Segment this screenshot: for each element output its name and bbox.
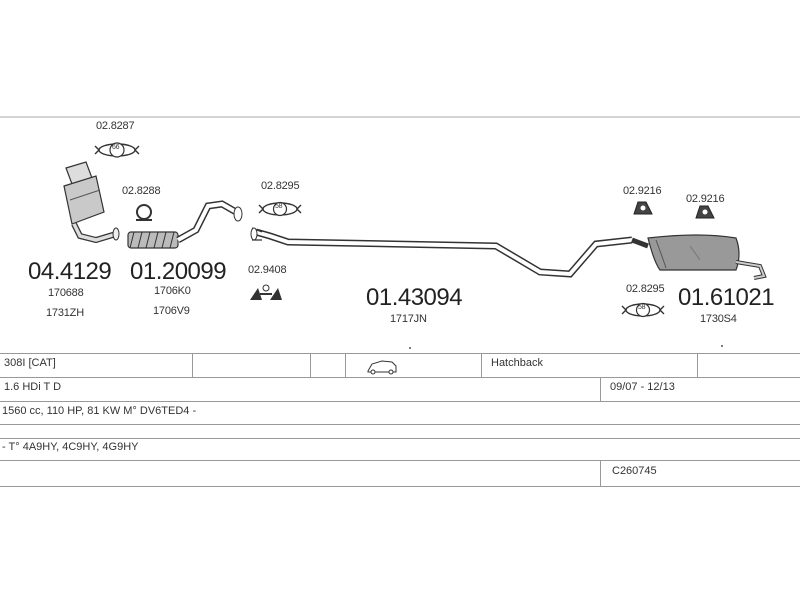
table-cell-divider: [345, 353, 346, 377]
part-number[interactable]: 01.61021: [678, 284, 775, 311]
part-number[interactable]: 01.20099: [130, 258, 227, 285]
part-number[interactable]: 04.4129: [28, 258, 112, 285]
clamp-badge: 66: [112, 144, 120, 151]
car-icon: [367, 360, 397, 375]
table-cell-divider: [192, 353, 193, 377]
part-ref: 1731ZH: [46, 307, 84, 319]
clamp-badge: 58: [638, 304, 646, 311]
gasket-ring-icon[interactable]: [136, 204, 152, 221]
table-divider: [0, 486, 800, 487]
clamp-badge: 58: [275, 203, 283, 210]
accessory-code: 02.8295: [626, 283, 665, 295]
table-divider: [0, 424, 800, 425]
table-cell-divider: [310, 353, 311, 377]
vehicle-types: - T° 4A9HY, 4C9HY, 4G9HY: [2, 441, 139, 453]
vehicle-engine: 1.6 HDi T D: [4, 381, 62, 393]
clamp-icon[interactable]: [258, 201, 302, 217]
part-ref: 1706K0: [154, 285, 191, 297]
table-divider: [0, 377, 800, 378]
catalytic-converter-icon[interactable]: [63, 161, 120, 244]
part-ref: 170688: [48, 287, 84, 299]
accessory-code: 02.8287: [96, 120, 135, 132]
part-number[interactable]: 01.43094: [366, 284, 463, 311]
clamp-icon[interactable]: [94, 142, 140, 158]
accessory-code: 02.9408: [248, 264, 287, 276]
table-divider: [0, 438, 800, 439]
front-pipe-icon[interactable]: [127, 200, 243, 249]
vehicle-specs: 1560 cc, 110 HP, 81 KW M° DV6TED4 -: [2, 405, 197, 417]
part-ref: 1706V9: [153, 305, 190, 317]
dot-marker: [409, 347, 411, 349]
mounting-bracket-icon[interactable]: [250, 284, 282, 300]
accessory-code: 02.8288: [122, 185, 161, 197]
vehicle-body: Hatchback: [491, 357, 543, 369]
table-divider: [0, 460, 800, 461]
catalog-number: C260745: [612, 465, 657, 477]
part-ref: 1717JN: [390, 313, 427, 325]
accessory-code: 02.9216: [623, 185, 662, 197]
part-ref: 1730S4: [700, 313, 737, 325]
rear-silencer-icon[interactable]: [631, 234, 767, 280]
dot-marker: [721, 345, 723, 347]
rubber-mount-icon[interactable]: [633, 201, 653, 215]
table-cell-divider: [697, 353, 698, 377]
table-cell-divider: [481, 353, 482, 377]
table-divider: [0, 353, 800, 354]
table-cell-divider: [600, 377, 601, 401]
vehicle-model: 308I [CAT]: [4, 357, 56, 369]
table-cell-divider: [600, 460, 601, 486]
center-pipe-icon[interactable]: [250, 227, 633, 278]
table-divider: [0, 401, 800, 402]
vehicle-years: 09/07 - 12/13: [610, 381, 675, 393]
accessory-code: 02.9216: [686, 193, 725, 205]
clamp-icon[interactable]: [621, 302, 665, 318]
accessory-code: 02.8295: [261, 180, 300, 192]
rubber-mount-icon[interactable]: [695, 205, 715, 219]
